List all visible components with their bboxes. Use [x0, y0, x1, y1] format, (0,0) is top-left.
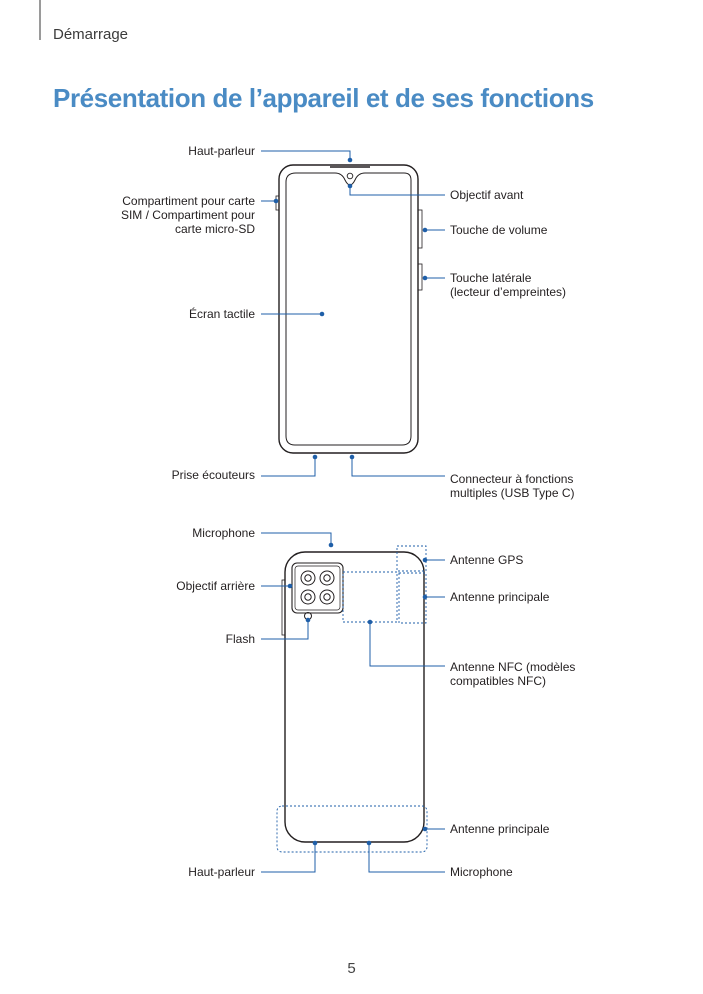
front-camera-lens — [346, 172, 354, 180]
label-front-camera: Objectif avant — [450, 188, 524, 202]
back-phone-body — [284, 551, 425, 843]
back-callout-dots — [287, 542, 428, 846]
label-microphone-bottom: Microphone — [450, 865, 513, 879]
label-side-key: Touche latérale (lecteur d’empreintes) — [450, 271, 567, 299]
gps-antenna-area — [396, 545, 427, 572]
volume-key-shape — [417, 209, 423, 249]
label-gps-antenna: Antenne GPS — [450, 553, 524, 567]
page-number: 5 — [347, 960, 356, 977]
label-touchscreen: Écran tactile — [188, 307, 255, 321]
label-speaker: Haut-parleur — [188, 144, 255, 158]
back-phone — [281, 551, 425, 843]
main-antenna-top-area — [398, 572, 427, 624]
main-antenna-bottom-area — [276, 805, 428, 853]
label-main-antenna-bottom: Antenne principale — [450, 822, 550, 836]
section-header: Démarrage — [53, 26, 129, 43]
front-screen-outline — [285, 172, 412, 446]
label-microphone-top: Microphone — [192, 526, 255, 540]
front-phone-body — [278, 164, 419, 454]
label-usb-connector: Connecteur à fonctions multiples (USB Ty… — [450, 472, 575, 500]
front-callout-dots — [273, 157, 428, 460]
camera-module — [291, 562, 344, 614]
left-edge-button — [281, 579, 286, 636]
label-nfc-antenna: Antenne NFC (modèles compatibles NFC) — [450, 660, 576, 688]
page-title: Présentation de l’appareil et de ses fon… — [53, 83, 594, 113]
label-flash: Flash — [225, 632, 255, 646]
nfc-antenna-area — [342, 571, 398, 623]
rear-lenses — [300, 570, 335, 605]
label-earphone-jack: Prise écouteurs — [171, 468, 255, 482]
section-rule — [39, 0, 41, 40]
back-callouts — [261, 532, 445, 873]
label-rear-camera: Objectif arrière — [176, 579, 255, 593]
label-volume-key: Touche de volume — [450, 223, 548, 237]
side-key-shape — [417, 263, 423, 291]
front-phone — [275, 164, 423, 454]
antenna-areas — [276, 545, 428, 853]
front-callouts — [261, 150, 445, 477]
label-main-antenna-top: Antenne principale — [450, 590, 550, 604]
camera-module-inner — [294, 565, 341, 611]
label-sim-tray: Compartiment pour carte SIM / Compartime… — [120, 194, 255, 236]
label-speaker-bottom: Haut-parleur — [188, 865, 255, 879]
